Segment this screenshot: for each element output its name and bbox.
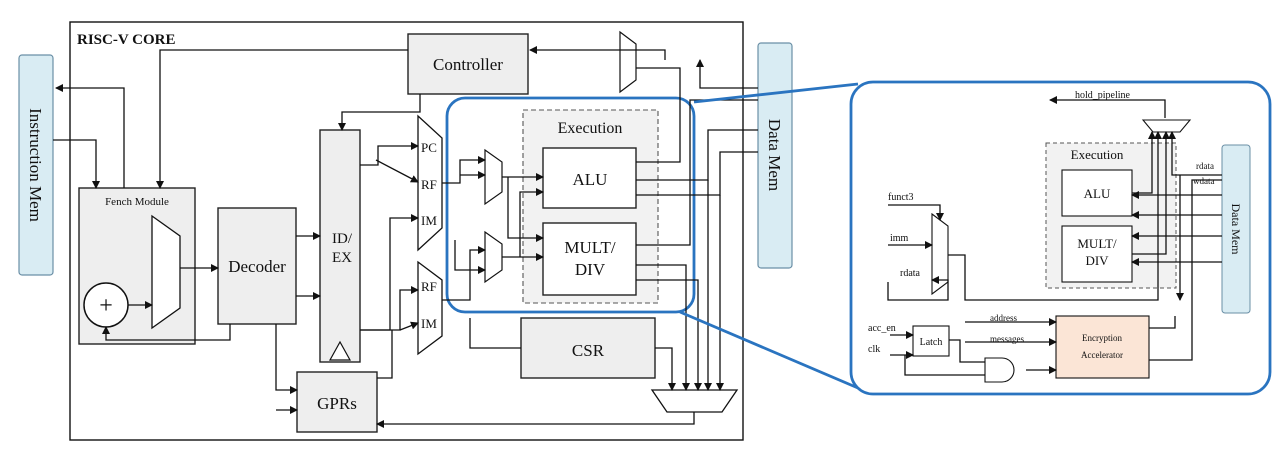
zoom-mult-div-label-line1: MULT/: [1077, 236, 1117, 251]
decoder-label: Decoder: [228, 257, 286, 276]
writeback-mux-top: [619, 30, 637, 94]
acc-en-label: acc_en: [868, 323, 896, 334]
mux-top-label-pc: PC: [421, 140, 437, 155]
gprs-block: [296, 371, 378, 433]
controller-block: [407, 33, 529, 95]
core-wires: [53, 46, 758, 428]
zoom-alu-block: [1061, 169, 1133, 217]
execution-label: Execution: [558, 120, 623, 137]
decoder-block: [217, 207, 297, 325]
id-ex-label-line1: ID/: [332, 231, 353, 247]
messages-label: messages: [990, 334, 1024, 344]
csr-label: CSR: [572, 341, 605, 360]
data-mem-block: [757, 42, 793, 269]
controller-label: Controller: [433, 55, 503, 74]
zoom-mult-div-label-line2: DIV: [1085, 253, 1109, 268]
address-label: address: [990, 313, 1017, 323]
mux-top-label-im: IM: [421, 213, 437, 228]
accelerator-label-line2: Accelerator: [1081, 350, 1123, 360]
mux-top-label-rf: RF: [421, 177, 437, 192]
zoom-top-mux: [1141, 119, 1192, 133]
gprs-label: GPRs: [317, 394, 357, 413]
csr-block: [520, 317, 656, 379]
instruction-mem-block: [18, 54, 54, 276]
zoom-wires: [887, 131, 1222, 376]
alu-block: [542, 147, 637, 209]
operand-mux-top: [417, 114, 443, 252]
zoom-data-mem-label: Data Mem: [1229, 204, 1243, 256]
zoom-data-mem-block: [1221, 144, 1251, 314]
imm-label: imm: [890, 233, 909, 244]
mult-div-label-line1: MULT/: [564, 238, 616, 257]
exec-mux-upper: [484, 148, 503, 206]
mult-div-label-line2: DIV: [575, 260, 606, 279]
hold-pipeline-label: hold_pipeline: [1075, 90, 1131, 101]
writeback-mux-bottom: [650, 389, 739, 413]
instruction-mem-label: Instruction Mem: [26, 108, 45, 222]
alu-label: ALU: [573, 170, 608, 189]
mux-bottom-label-rf: RF: [421, 279, 437, 294]
latch-label: Latch: [920, 337, 943, 348]
latch-block: [912, 325, 950, 357]
zoom-connector-bottom: [679, 310, 859, 390]
and-gate: [984, 357, 1015, 383]
adder-symbol: +: [99, 293, 113, 319]
fetch-mux: [151, 214, 181, 330]
mux-bottom-label-im: IM: [421, 316, 437, 331]
zoom-input-mux: [931, 212, 949, 296]
zoom-mult-div-block: [1061, 225, 1133, 283]
zoom-connector-top: [693, 82, 859, 104]
exec-mux-lower: [484, 230, 503, 284]
funct3-label: funct3: [888, 192, 914, 203]
zoom-wdata-label: wdata: [1193, 176, 1215, 186]
clock-triangle: [328, 340, 352, 361]
data-mem-label: Data Mem: [765, 119, 784, 191]
rdata-input-label: rdata: [900, 268, 921, 279]
accelerator-label-line1: Encryption: [1082, 333, 1122, 343]
zoom-alu-label: ALU: [1084, 186, 1111, 201]
zoom-rdata-label: rdata: [1196, 161, 1214, 171]
hold-pipeline-wire: [1049, 96, 1166, 118]
encryption-accelerator-block: [1055, 315, 1150, 379]
execution-highlight: [445, 96, 696, 314]
zoom-execution-label: Execution: [1071, 147, 1124, 162]
mult-div-block: [542, 222, 637, 296]
clk-label: clk: [868, 344, 880, 355]
fetch-module-label: Fench Module: [105, 196, 169, 208]
id-ex-label-line2: EX: [332, 250, 352, 266]
core-title: RISC-V CORE: [77, 32, 176, 48]
